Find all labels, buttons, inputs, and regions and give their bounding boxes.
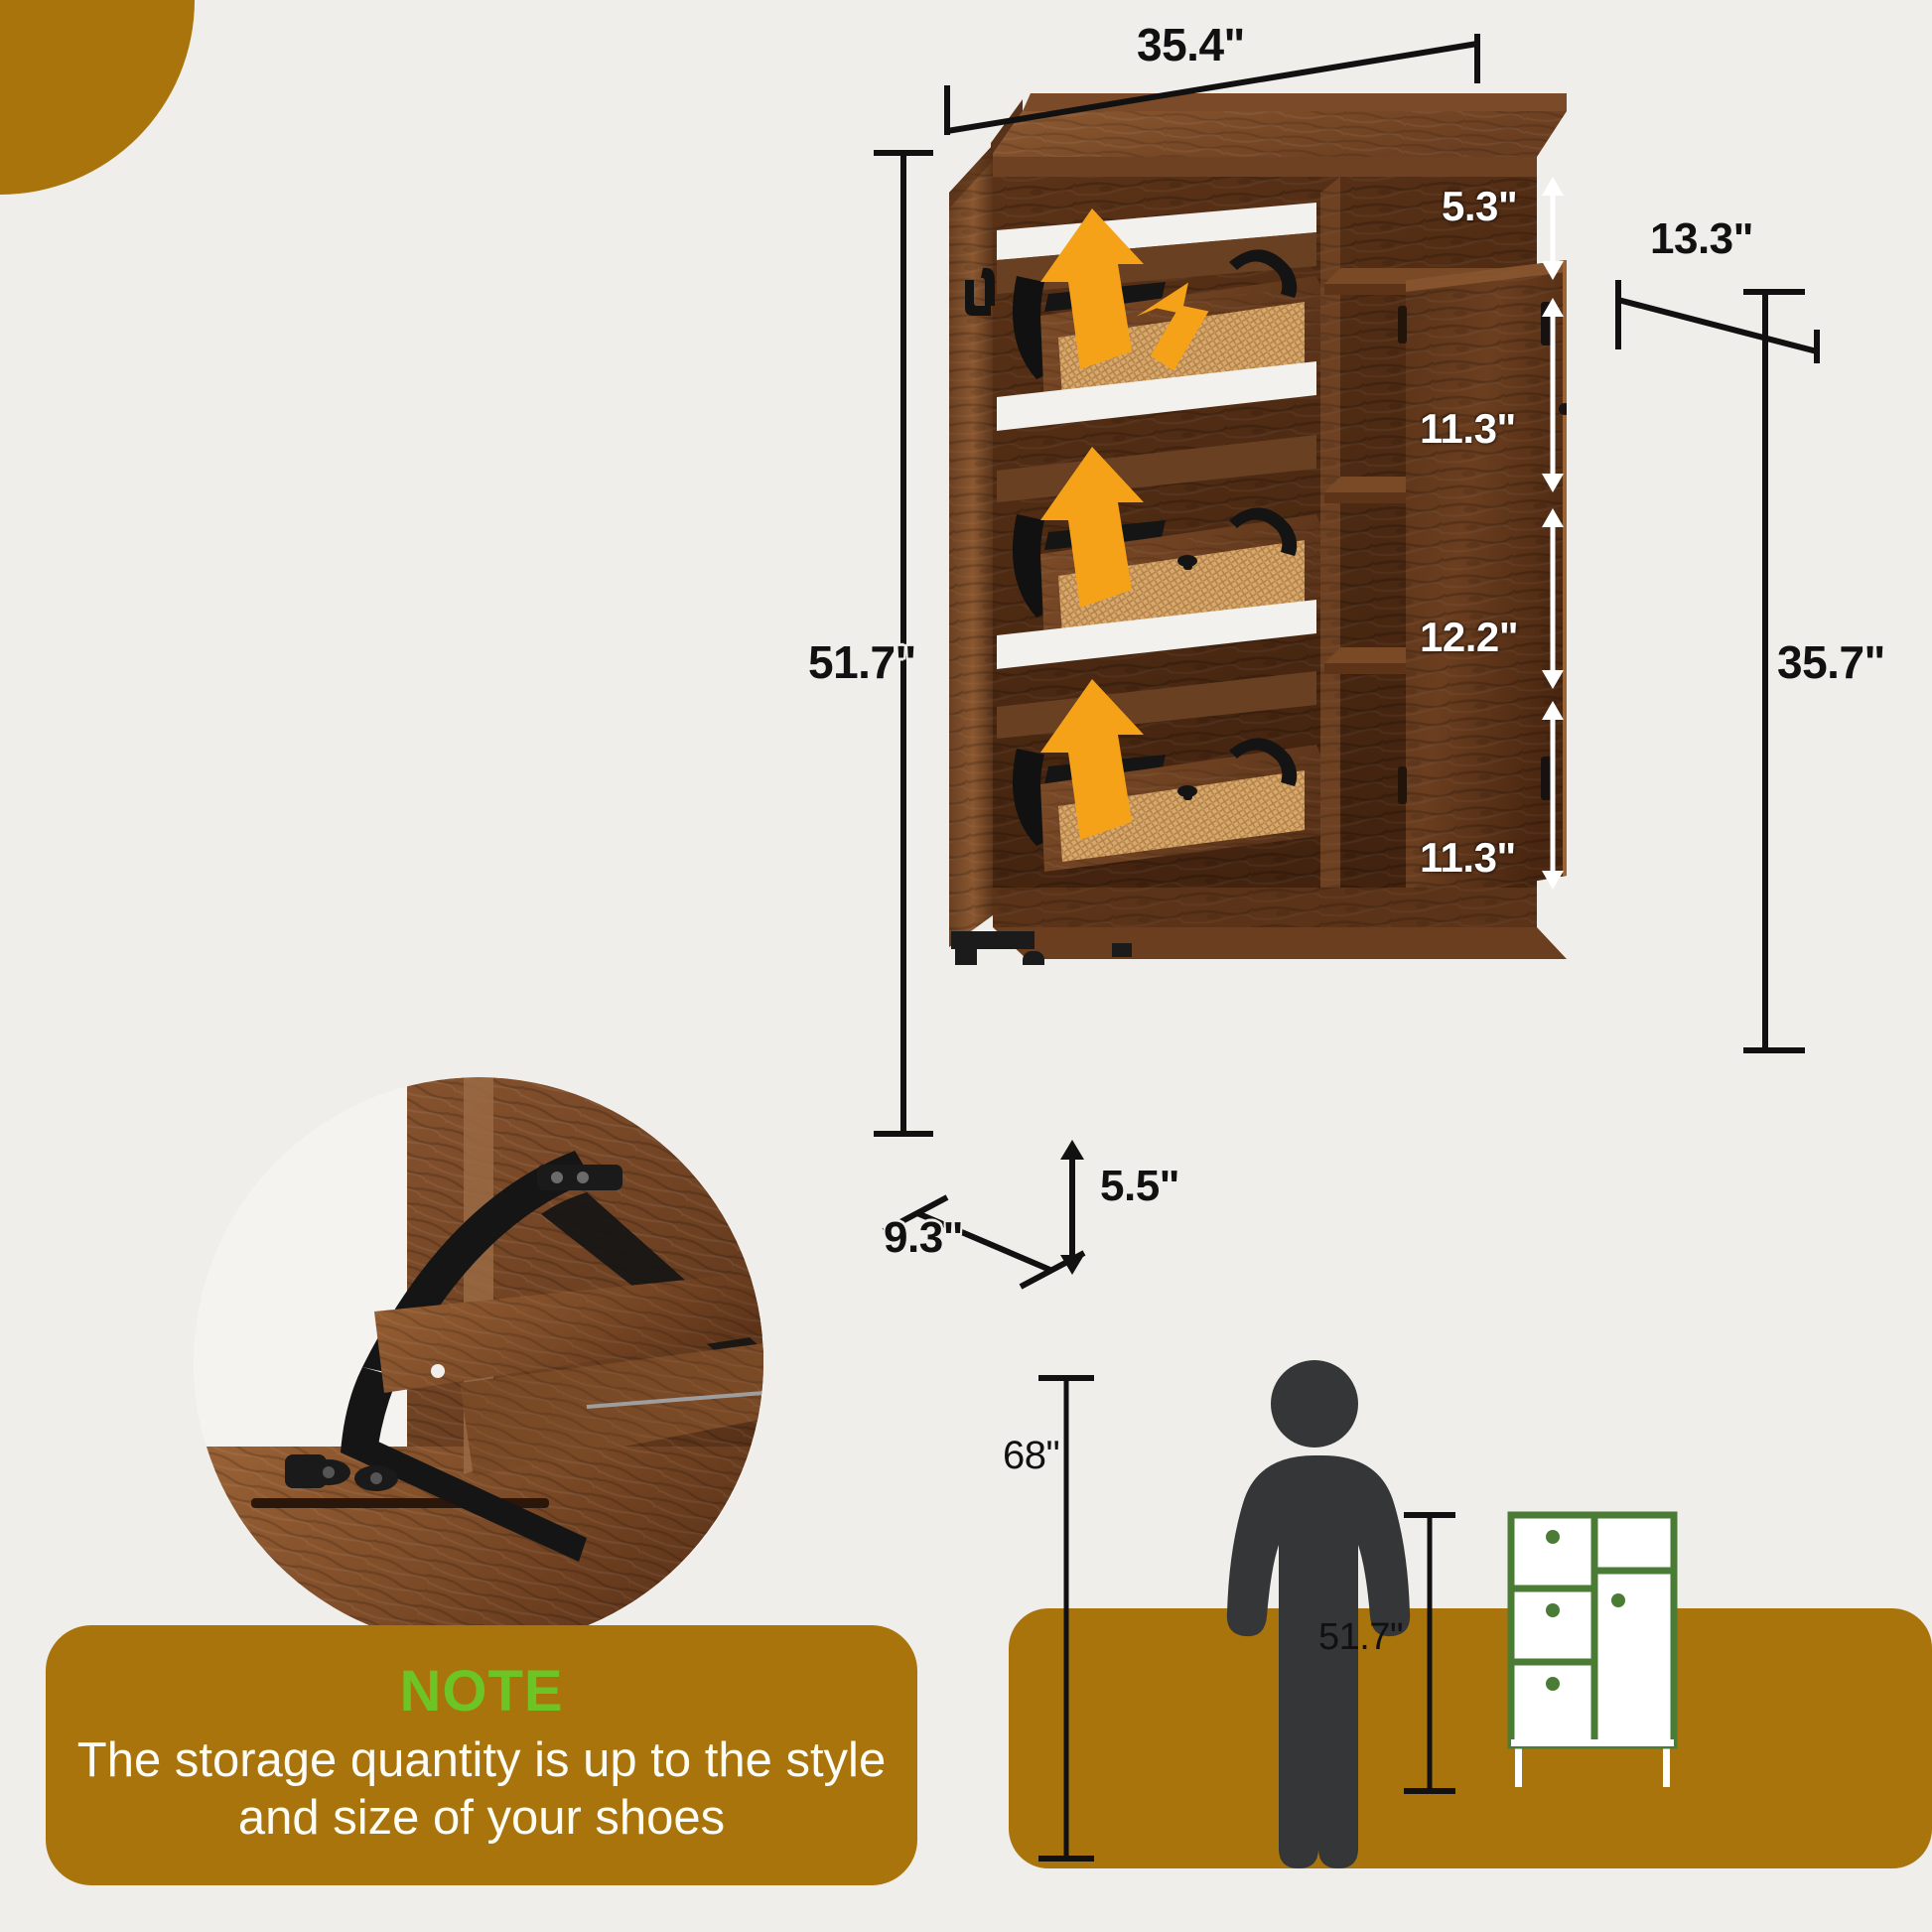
drawer-handle-hardware [1229,249,1298,786]
dimension-line-lower-tier [1542,701,1564,890]
dimension-line-middle-tier [1542,508,1564,689]
cabinet-open-door [1406,260,1571,903]
door-hinge-upper [1398,306,1407,344]
dimension-line-top-shelf [1542,177,1564,280]
cabinet-vertical-divider [1320,177,1340,903]
dimension-line-overall-width [944,34,1480,135]
note-banner: NOTE The storage quantity is up to the s… [46,1625,917,1885]
cabinet-illustration [931,81,1571,1056]
dimension-line-cabinet-scale-height [1404,1512,1455,1794]
scale-comparison: 68" 51.7" [1003,1350,1932,1876]
dimension-label-person-height: 68" [1003,1434,1060,1477]
dimension-label-cabinet-scale-height: 51.7" [1318,1616,1403,1658]
dimension-line-door-height [1743,289,1805,1053]
arrow-up-middle [1040,447,1144,608]
dimension-label-upper-tier: 11.3" [1420,405,1516,452]
dimension-label-middle-tier: 12.2" [1420,614,1519,660]
dimension-label-door-height: 35.7" [1777,636,1885,688]
dimension-label-depth: 9.3" [884,1213,964,1262]
dimension-line-person-height [1038,1375,1094,1862]
dimension-line-overall-height [874,150,933,1137]
dimension-label-lower-tier: 11.3" [1420,834,1516,881]
dimension-label-overall-width: 35.4" [1137,19,1245,70]
dimension-label-overall-height: 51.7" [808,636,916,688]
dimension-label-leg-height: 5.5" [1100,1162,1180,1210]
person-silhouette-icon [1226,1360,1411,1868]
note-title: NOTE [399,1659,564,1725]
corner-circle-decoration [0,0,195,195]
dimension-line-upper-tier [1542,298,1564,492]
scale-ground-panel [1009,1608,1932,1868]
cabinet-left-side-panel [949,145,993,947]
dimension-label-door-width: 13.3" [1650,214,1754,263]
note-body: The storage quantity is up to the style … [76,1733,887,1845]
hinge-detail-svg [194,1077,763,1647]
door-hinge-lower [1398,766,1407,804]
dimension-line-leg-height [1060,1140,1084,1275]
dimension-line-door-width [1615,280,1820,363]
cabinet-base [993,888,1567,959]
hinge-detail-inset [194,1077,764,1648]
dimension-label-top-shelf: 5.3" [1442,183,1518,229]
coat-hook-icon [965,267,995,316]
arrow-up-bottom [1040,679,1144,840]
flip-direction-arrow-top [1136,282,1209,371]
arrow-up-top [1040,208,1144,369]
cabinet-outline-icon [1501,1507,1690,1787]
